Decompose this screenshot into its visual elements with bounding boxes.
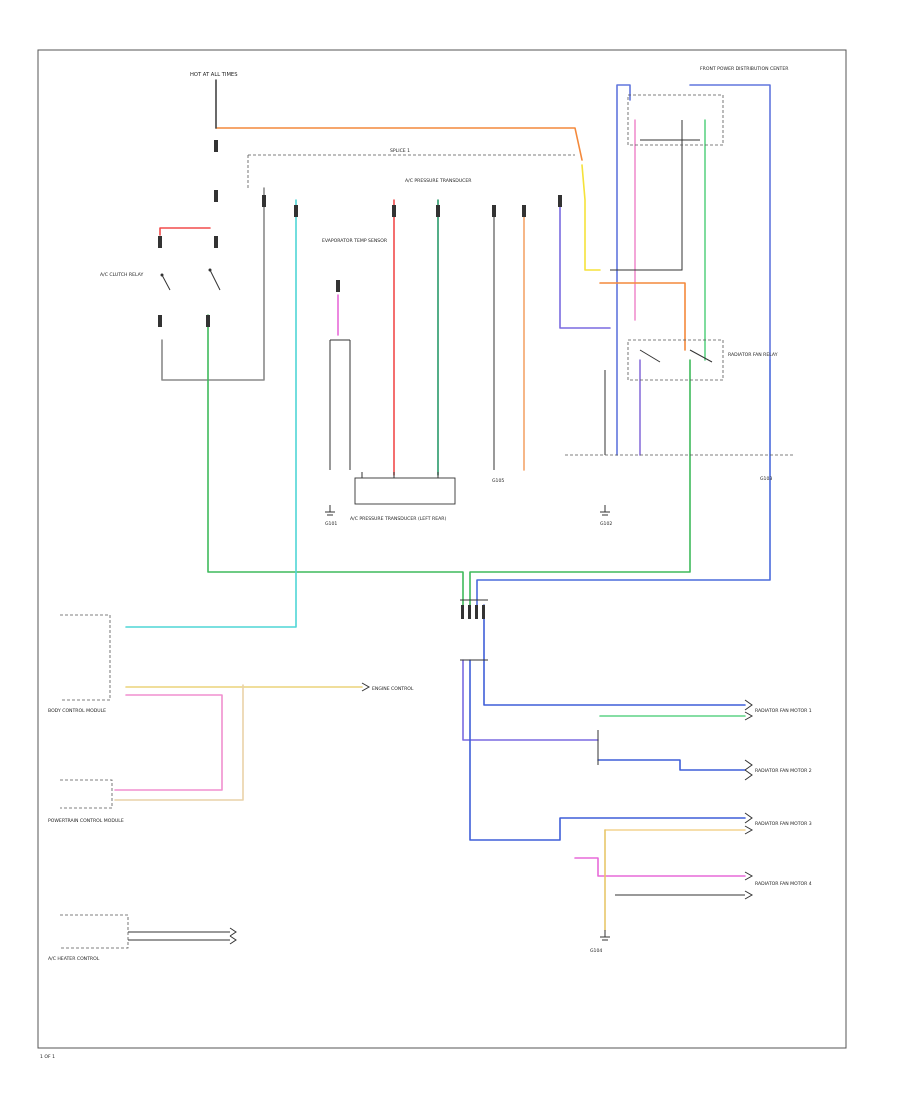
label-ground-left: G101 xyxy=(325,521,337,527)
label-fan-4: RADIATOR FAN MOTOR 4 xyxy=(755,881,812,887)
connector-pin xyxy=(558,195,562,207)
relay-upper-box xyxy=(627,94,724,146)
harness-connector xyxy=(468,605,471,619)
fan-connector xyxy=(744,699,754,721)
diagram-frame xyxy=(37,49,847,1049)
ground-symbol xyxy=(600,505,610,516)
label-engine-control: ENGINE CONTROL xyxy=(372,686,414,692)
wire-grey-sensor xyxy=(329,339,351,470)
label-ground-right: G102 xyxy=(600,521,612,527)
connector-pin xyxy=(214,190,218,202)
wire-left-loop xyxy=(161,187,265,381)
label-ground-far-right: G103 xyxy=(760,476,772,482)
page-number: 1 OF 1 xyxy=(40,1054,55,1060)
pressure-transducer-box xyxy=(354,477,456,505)
wire-blue-fan3 xyxy=(469,659,746,841)
label-power-control: POWERTRAIN CONTROL MODULE xyxy=(48,818,124,824)
label-pressure-module: A/C PRESSURE TRANSDUCER (LEFT REAR) xyxy=(350,516,446,522)
wire-blue-fan1 xyxy=(483,604,746,706)
label-fan-1: RADIATOR FAN MOTOR 1 xyxy=(755,708,812,714)
connector-pin xyxy=(492,205,496,217)
labels: HOT AT ALL TIMES FRONT POWER DISTRIBUTIO… xyxy=(40,66,812,1060)
label-splice: SPLICE 1 xyxy=(390,148,410,154)
wire-green-main xyxy=(207,314,464,606)
label-hot-at-all-times: HOT AT ALL TIMES xyxy=(190,72,238,78)
connector-pin xyxy=(522,205,526,217)
switch-contact xyxy=(160,273,164,277)
connector-pin xyxy=(214,140,218,152)
label-pressure-transducer: A/C PRESSURE TRANSDUCER xyxy=(405,178,472,184)
connector-pin xyxy=(436,205,440,217)
harness-connector xyxy=(482,605,485,619)
fan-connector xyxy=(744,812,754,835)
label-ground-center: G105 xyxy=(492,478,504,484)
connector-pin xyxy=(262,195,266,207)
label-fan-2: RADIATOR FAN MOTOR 2 xyxy=(755,768,812,774)
components xyxy=(60,94,795,949)
wire-purple-fan xyxy=(462,659,599,741)
label-evap-sensor: EVAPORATOR TEMP SENSOR xyxy=(322,238,388,244)
wire-cyan-bcm xyxy=(125,199,297,628)
label-ground-bottom: G104 xyxy=(590,948,602,954)
fan-connector xyxy=(744,759,753,781)
hvac-module-outline xyxy=(60,914,129,949)
label-body-control: BODY CONTROL MODULE xyxy=(48,708,106,714)
wire-battery-feed xyxy=(215,127,583,161)
label-relay-left: A/C CLUTCH RELAY xyxy=(100,272,143,278)
wire-purple-relay xyxy=(559,199,611,329)
wires xyxy=(114,79,771,941)
connector-pin xyxy=(158,236,162,248)
wire-dark-relay xyxy=(610,120,700,271)
switch-symbol xyxy=(161,269,221,291)
engine-connector xyxy=(361,682,371,692)
label-power-distribution: FRONT POWER DISTRIBUTION CENTER xyxy=(700,66,789,72)
connector-pin xyxy=(336,280,340,292)
connector-pin xyxy=(294,205,298,217)
wire-tan-bcm xyxy=(114,684,244,801)
wire-orange-relay xyxy=(599,282,686,351)
wire-blue-right xyxy=(476,359,771,606)
pressure-transducer-pins xyxy=(361,472,439,478)
relay-coil xyxy=(639,349,713,363)
bcm-module-outline xyxy=(60,614,111,701)
harness-connector xyxy=(461,605,464,619)
connector-pin xyxy=(214,236,218,248)
connector-pin xyxy=(158,315,162,327)
fan-connector xyxy=(744,871,754,900)
harness-bundle xyxy=(460,599,488,661)
harness-connector xyxy=(475,605,478,619)
connector-pin xyxy=(206,315,210,327)
label-relay-right: RADIATOR FAN RELAY xyxy=(728,352,778,358)
label-fan-3: RADIATOR FAN MOTOR 3 xyxy=(755,821,812,827)
switch-contact xyxy=(208,268,212,272)
relay-box xyxy=(627,339,724,381)
wire-pink-bcm xyxy=(114,694,223,791)
wire-yellow-feed xyxy=(581,164,601,271)
ground-symbol xyxy=(600,930,610,941)
wire-green-right xyxy=(469,359,691,606)
ground-symbol xyxy=(325,505,335,516)
wire-pink-fan4 xyxy=(574,857,746,877)
label-climate-control: A/C HEATER CONTROL xyxy=(48,956,100,962)
wire-blue-fan2 xyxy=(597,759,746,771)
wire-bottom-left xyxy=(128,931,230,941)
pcm-module-outline xyxy=(60,779,113,809)
wire-red-to-switch xyxy=(159,227,211,236)
hvac-connector xyxy=(229,927,237,945)
connector-pin xyxy=(392,205,396,217)
